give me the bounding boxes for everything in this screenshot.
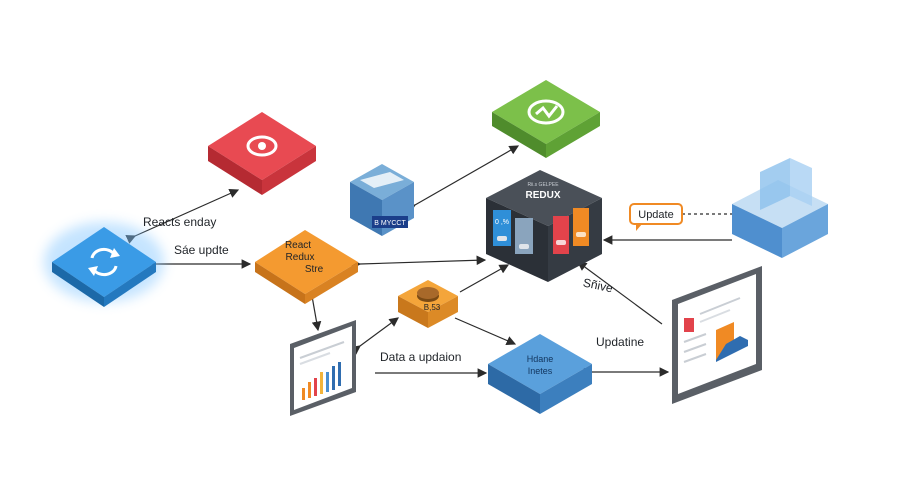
bar-chart-icon xyxy=(302,362,341,400)
cube-slot-label: 0 ,% xyxy=(495,219,509,226)
store-line2: Redux xyxy=(286,252,315,263)
redux-store-node: React Redux Stre xyxy=(255,230,358,304)
arrow-screen-db xyxy=(350,317,399,355)
area-chart-icon xyxy=(716,322,748,362)
store-line1: React xyxy=(285,240,311,251)
arrow-blue-red xyxy=(125,189,240,244)
arrow-laptop-cube xyxy=(577,261,663,325)
arrow-store-screen xyxy=(311,295,322,332)
cube-meta: Rii.s GELPEE xyxy=(527,182,559,188)
database-node: B,53 xyxy=(398,280,458,328)
store-line3: Stre xyxy=(305,264,324,275)
browser-window-left xyxy=(290,320,356,416)
cycle-icon xyxy=(246,135,278,157)
update-bubble-label: Update xyxy=(638,209,673,221)
react-blue-node xyxy=(44,222,164,307)
small-blue-box: B MYCCT xyxy=(350,164,414,236)
update-bubble: Update xyxy=(629,203,683,231)
tile-line1: Hdane xyxy=(527,354,554,364)
arrow-db-cube xyxy=(459,264,510,293)
green-node xyxy=(492,80,600,158)
small-box-label: B MYCCT xyxy=(374,220,406,227)
label-sive: Sñive xyxy=(582,275,615,295)
cube-title: REDUX xyxy=(525,190,560,201)
refresh-icon xyxy=(88,247,120,277)
sync-check-icon xyxy=(527,99,565,125)
arrow-db-tile xyxy=(454,317,517,346)
label-data-update: Data a updaion xyxy=(380,350,461,364)
red-node xyxy=(208,112,316,195)
arrow-box-green xyxy=(405,145,520,214)
browser-window-right xyxy=(672,266,762,404)
blue-tile-node: Hdane Inetes xyxy=(488,334,592,414)
tile-line2: Inetes xyxy=(528,366,553,376)
connectors xyxy=(125,145,735,378)
label-update-right: Updatine xyxy=(596,335,644,349)
redux-cube: REDUX Rii.s GELPEE 0 ,% xyxy=(486,170,602,282)
arrow-store-cube xyxy=(351,255,487,270)
label-save-update: Sáe updte xyxy=(174,243,229,257)
blue-container-box xyxy=(732,158,828,258)
database-label: B,53 xyxy=(424,303,441,312)
label-reacts-enday: Reacts enday xyxy=(143,215,216,229)
